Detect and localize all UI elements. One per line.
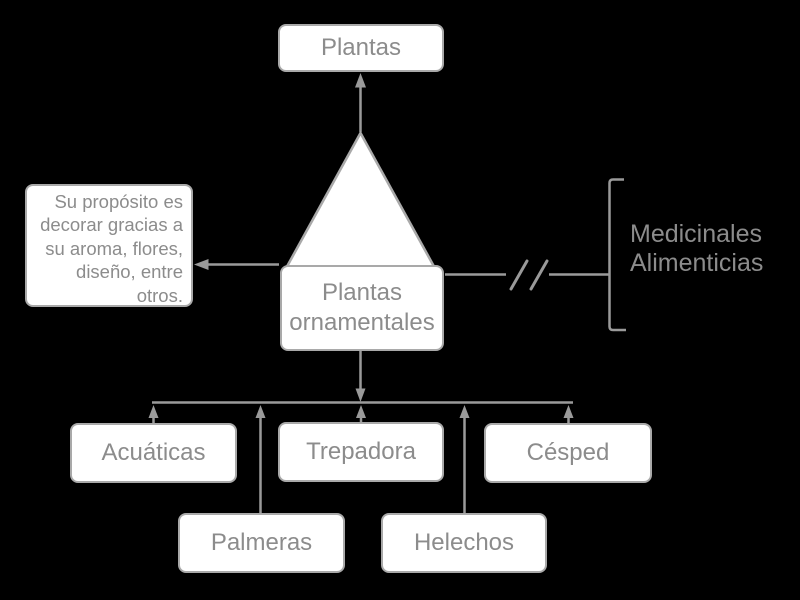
broken-line-to-excluded xyxy=(445,259,609,291)
node-trepadora-label: Trepadora xyxy=(306,438,416,465)
note-box: Su propósito es decorar gracias a su aro… xyxy=(25,184,193,307)
line-break-icon xyxy=(509,259,549,291)
node-helechos: Helechos xyxy=(381,513,547,573)
node-plantas-ornamentales: Plantas ornamentales xyxy=(280,265,444,351)
bracket-icon xyxy=(608,178,626,332)
arrowhead-up-icon xyxy=(148,405,159,418)
arrow-center-to-note xyxy=(194,259,279,270)
node-plantas-label: Plantas xyxy=(320,34,402,61)
arrow-cesped-to-rail xyxy=(563,405,574,423)
node-helechos-label: Helechos xyxy=(413,529,515,556)
note-line: su aroma, flores, xyxy=(45,237,183,259)
arrow-acuaticas-to-rail xyxy=(148,405,159,423)
node-acuaticas-label: Acuáticas xyxy=(101,439,206,466)
node-palmeras: Palmeras xyxy=(178,513,345,573)
arrowhead-up-icon xyxy=(355,73,366,88)
node-cesped: Césped xyxy=(484,423,652,483)
node-plantas: Plantas xyxy=(278,24,444,72)
arrowhead-down-icon xyxy=(355,388,366,402)
note-line: otros. xyxy=(136,284,183,306)
arrow-helechos-to-rail xyxy=(459,405,470,513)
arrowhead-up-icon xyxy=(459,405,470,418)
arrowhead-up-icon xyxy=(356,405,366,418)
arrowhead-left-icon xyxy=(194,259,209,270)
arrow-center-to-rail xyxy=(355,351,366,402)
arrow-palmeras-to-rail xyxy=(255,405,266,513)
arrowhead-up-icon xyxy=(563,405,574,418)
node-cesped-label: Césped xyxy=(526,439,610,466)
note-line: diseño, entre xyxy=(76,261,183,283)
arrow-trepadora-to-rail xyxy=(356,405,366,422)
node-trepadora: Trepadora xyxy=(278,422,444,482)
excluded-labels: Medicinales Alimenticias xyxy=(630,220,763,278)
excluded-label-alimenticias: Alimenticias xyxy=(630,249,764,277)
node-acuaticas: Acuáticas xyxy=(70,423,237,483)
triangle-shape xyxy=(284,130,437,268)
excluded-label-medicinales: Medicinales xyxy=(630,220,763,248)
note-line: decorar gracias a xyxy=(40,214,183,236)
note-line: Su propósito es xyxy=(54,191,183,212)
arrow-triangle-to-root xyxy=(355,73,366,132)
node-plantas-ornamentales-label: Plantas ornamentales xyxy=(289,279,435,336)
arrowhead-up-icon xyxy=(255,405,266,418)
node-palmeras-label: Palmeras xyxy=(210,529,313,556)
